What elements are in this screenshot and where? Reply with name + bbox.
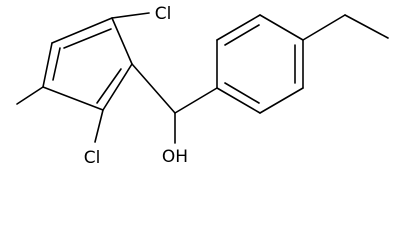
- chlorine-label-bottom: Cl: [84, 148, 101, 168]
- ring-b-bond: [259, 14, 304, 41]
- ring-a-bond: [111, 17, 133, 65]
- ring-b-bond: [224, 24, 260, 46]
- methyl-bond: [16, 86, 44, 105]
- ethyl-bond: [344, 14, 389, 39]
- ring-a-bond: [102, 63, 133, 111]
- chemical-structure: Cl Cl OH: [16, 4, 389, 168]
- ring-b-bond: [216, 87, 261, 114]
- ring-a-bond: [42, 42, 53, 88]
- ring-b-bond: [259, 87, 304, 114]
- ring-a-bond: [51, 17, 113, 44]
- ring-a-bond: [63, 28, 112, 49]
- ring-a-bond: [42, 86, 104, 111]
- hydroxyl-label: OH: [162, 147, 188, 167]
- ring-a-bond: [96, 68, 122, 104]
- carbinol-to-ring-b-bond: [174, 87, 218, 114]
- ethyl-bond: [302, 14, 346, 41]
- atom-labels: Cl Cl OH: [84, 4, 188, 168]
- ring-b-bond: [224, 82, 260, 104]
- ring-b-bond: [216, 14, 261, 41]
- ring-a-to-carbinol-bond: [131, 63, 176, 114]
- bond-set: [16, 12, 389, 144]
- ring-a-bond: [52, 47, 61, 81]
- cl-bottom-bond: [94, 109, 104, 143]
- cl-top-bond: [111, 12, 150, 19]
- chlorine-label-top: Cl: [155, 4, 172, 24]
